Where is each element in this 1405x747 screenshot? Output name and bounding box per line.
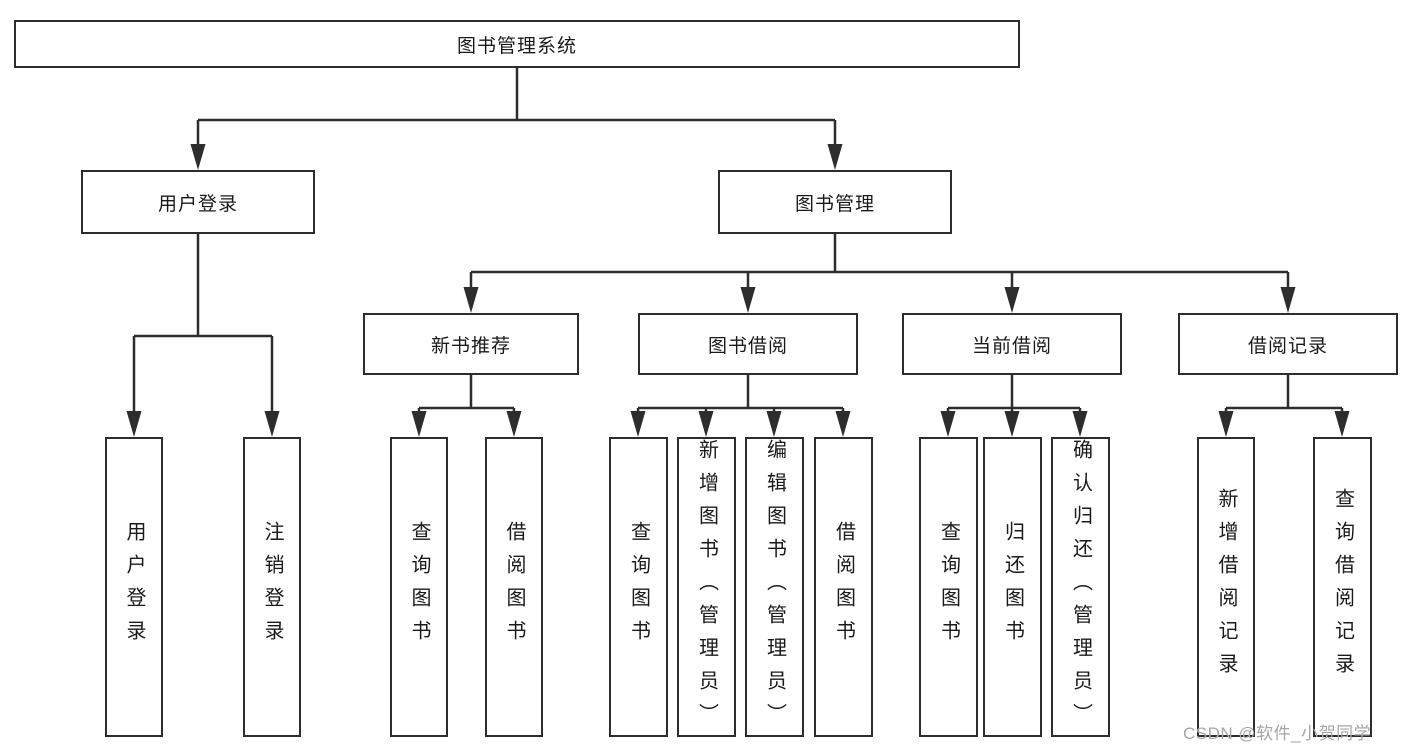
arrowhead-icon <box>126 411 142 437</box>
node-leaf-borrow-books: 借阅图书 <box>485 437 543 737</box>
node-label: 图书借阅 <box>707 335 788 357</box>
node-label: 新书推荐 <box>430 335 511 357</box>
arrowhead-icon <box>827 144 843 170</box>
arrowhead-icon <box>835 411 851 437</box>
arrowhead-icon <box>1004 411 1020 437</box>
arrowhead-icon <box>190 144 206 170</box>
node-leaf-add-borrow-record: 新增借阅记录 <box>1197 437 1255 737</box>
node-label: 查询图书 <box>937 521 960 653</box>
node-label: 新增借阅记录 <box>1215 488 1237 686</box>
node-label: 查询借阅记录 <box>1331 488 1354 686</box>
node-leaf-query-borrow-record: 查询借阅记录 <box>1313 437 1372 737</box>
node-book-borrow: 图书借阅 <box>638 313 858 375</box>
node-label: 查询图书 <box>408 521 430 653</box>
node-label: 图书管理系统 <box>456 35 577 57</box>
node-label: 借阅图书 <box>503 521 525 653</box>
node-label: 注销登录 <box>261 521 283 653</box>
node-leaf-confirm-return-admin: 确认归还（管理员） <box>1051 437 1110 737</box>
arrowhead-icon <box>506 411 522 437</box>
node-label: 借阅图书 <box>832 521 855 653</box>
node-label: 编辑图书（管理员） <box>763 438 786 736</box>
arrowhead-icon <box>740 287 756 313</box>
node-new-book-recommend: 新书推荐 <box>363 313 579 375</box>
node-leaf-user-login: 用户登录 <box>105 437 163 737</box>
node-label: 归还图书 <box>1001 521 1024 653</box>
arrowhead-icon <box>698 411 714 437</box>
node-leaf-edit-book-admin: 编辑图书（管理员） <box>745 437 804 737</box>
arrowhead-icon <box>264 411 280 437</box>
node-leaf-query-books: 查询图书 <box>390 437 448 737</box>
node-leaf-query-books: 查询图书 <box>919 437 978 737</box>
connector-user-login-split <box>132 234 274 413</box>
node-label: 当前借阅 <box>971 335 1052 357</box>
arrowhead-icon <box>940 411 956 437</box>
node-user-login: 用户登录 <box>81 170 315 234</box>
connector-borrow-records-split <box>1224 375 1344 413</box>
arrowhead-icon <box>463 287 479 313</box>
connector-book-management-split <box>469 234 1290 289</box>
node-book-management: 图书管理 <box>718 170 952 234</box>
node-leaf-add-book-admin: 新增图书（管理员） <box>677 437 736 737</box>
node-label: 确认归还（管理员） <box>1069 438 1092 736</box>
arrowhead-icon <box>766 411 782 437</box>
connector-current-borrow-split <box>946 375 1082 413</box>
node-borrow-records: 借阅记录 <box>1178 313 1398 375</box>
arrowheads <box>126 144 1350 437</box>
node-leaf-return-book: 归还图书 <box>983 437 1042 737</box>
node-label: 图书管理 <box>794 193 875 215</box>
node-leaf-logout: 注销登录 <box>243 437 301 737</box>
node-label: 查询图书 <box>627 521 650 653</box>
node-current-borrow: 当前借阅 <box>902 313 1122 375</box>
watermark: CSDN @软件_小贺同学 <box>1183 724 1372 743</box>
arrowhead-icon <box>411 411 427 437</box>
arrowhead-icon <box>1004 287 1020 313</box>
node-label: 用户登录 <box>123 521 145 653</box>
node-leaf-borrow-books: 借阅图书 <box>814 437 873 737</box>
node-label: 新增图书（管理员） <box>695 438 718 736</box>
arrowhead-icon <box>630 411 646 437</box>
arrowhead-icon <box>1218 411 1234 437</box>
connector-book-borrow-split <box>636 375 845 413</box>
node-library-management-system: 图书管理系统 <box>14 20 1020 68</box>
arrowhead-icon <box>1072 411 1088 437</box>
node-label: 用户登录 <box>157 193 238 215</box>
arrowhead-icon <box>1280 287 1296 313</box>
connector-root-split <box>196 68 837 146</box>
connector-new-book-split <box>417 375 516 413</box>
node-leaf-query-books: 查询图书 <box>609 437 668 737</box>
node-label: 借阅记录 <box>1247 335 1328 357</box>
arrowhead-icon <box>1334 411 1350 437</box>
